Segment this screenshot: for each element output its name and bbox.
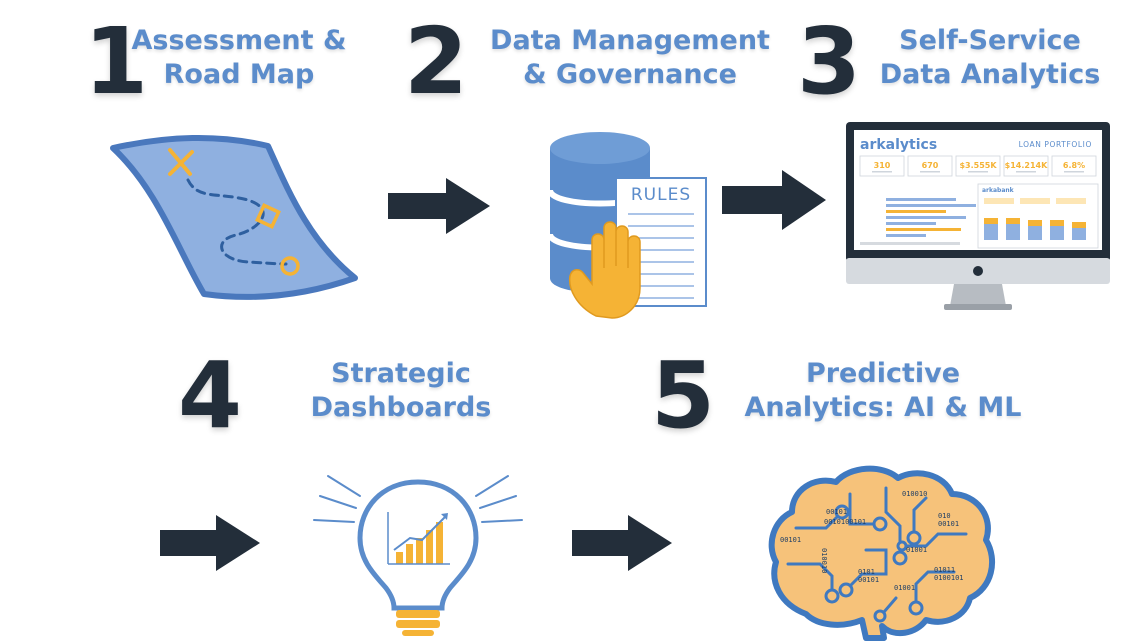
kpi-value: 670 xyxy=(922,161,939,170)
dashboard-header-label: LOAN PORTFOLIO xyxy=(1019,140,1092,149)
dashboard-sub-brand: arkabank xyxy=(982,187,1015,194)
kpi-row: 310 670 $3.555K $14.214K 6.8% xyxy=(859,155,1097,177)
kpi-card xyxy=(859,155,905,177)
step-title-3: Self-Service Data Analytics xyxy=(870,24,1110,92)
kpi-card xyxy=(1003,155,1049,177)
binary-label: 010010 xyxy=(902,490,927,498)
light-rays xyxy=(313,475,523,523)
waypoint-marker-icon xyxy=(255,203,281,229)
step-title-4: Strategic Dashboards xyxy=(296,357,506,425)
brain-circuit-icon: 0010100101001010100100100010100101010010… xyxy=(768,465,996,641)
step-number-1: 1 xyxy=(84,8,148,115)
kpi-value: $3.555K xyxy=(959,161,997,170)
binary-label: 010 xyxy=(938,512,951,520)
lightbulb-chart-icon xyxy=(313,475,523,636)
brain-binary-labels: 0010100101001010100100100010100101010010… xyxy=(780,490,964,592)
arrow-right-icon xyxy=(388,178,490,234)
binary-label: 010010 xyxy=(820,548,828,573)
kpi-value: 6.8% xyxy=(1063,161,1085,170)
step-title-2: Data Management & Governance xyxy=(478,24,782,92)
step-title-line: Assessment & xyxy=(131,25,347,56)
binary-label: 00101 xyxy=(938,520,959,528)
binary-label: 0101 xyxy=(858,568,875,576)
brain-nodes xyxy=(824,504,924,623)
dashboard-bar-list xyxy=(860,198,976,245)
x-marker-icon xyxy=(168,148,194,176)
bulb-base xyxy=(396,610,440,636)
step-title-line: Predictive xyxy=(805,358,961,389)
step-title-5: Predictive Analytics: AI & ML xyxy=(735,357,1031,425)
monitor-dashboard-icon: arkalytics LOAN PORTFOLIO 310 670 $3.555K $… xyxy=(846,122,1110,310)
hand-icon xyxy=(568,221,641,319)
step-title-line: Strategic xyxy=(331,358,471,389)
step-number-3: 3 xyxy=(797,8,861,115)
brain-circuits xyxy=(786,486,968,614)
arrow-right-icon xyxy=(572,515,672,571)
binary-label: 01011 xyxy=(934,566,955,574)
kpi-card xyxy=(907,155,953,177)
rules-label: RULES xyxy=(631,185,691,205)
binary-label: 01001 xyxy=(906,546,927,554)
step-title-1: Assessment & Road Map xyxy=(128,24,350,92)
arrow-right-icon xyxy=(722,170,826,230)
binary-label: 00101 xyxy=(826,508,847,516)
binary-label: 00101 xyxy=(858,576,879,584)
step-number-2: 2 xyxy=(404,8,468,115)
step-number-4: 4 xyxy=(178,342,242,449)
monitor-stand xyxy=(950,284,1006,306)
step-title-line: Road Map xyxy=(163,59,315,90)
step-title-line: & Governance xyxy=(523,59,737,90)
dashboard-screen: arkalytics LOAN PORTFOLIO 310 670 $3.555K $… xyxy=(854,130,1102,250)
kpi-value: $14.214K xyxy=(1005,161,1048,170)
dashboard-inset-panel: arkabank xyxy=(977,183,1099,249)
bar-chart-icon xyxy=(387,512,450,565)
monitor-power-icon xyxy=(973,266,983,276)
binary-label: 0010100101 xyxy=(824,518,866,526)
arrow-right-icon xyxy=(160,515,260,571)
step-title-line: Self-Service xyxy=(899,25,1081,56)
step-title-line: Data Analytics xyxy=(879,59,1101,90)
binary-label: 01001 xyxy=(894,584,915,592)
map-route xyxy=(186,178,288,266)
step-title-line: Data Management xyxy=(490,25,770,56)
binary-label: 0100101 xyxy=(934,574,964,582)
kpi-card xyxy=(1051,155,1097,177)
road-map-icon xyxy=(110,134,358,300)
kpi-card xyxy=(955,155,1001,177)
step-number-5: 5 xyxy=(651,342,715,449)
destination-marker-icon xyxy=(280,256,300,276)
map-sheet xyxy=(110,134,358,300)
database-governance-icon: RULES xyxy=(547,132,707,319)
dashboard-brand: arkalytics xyxy=(860,137,937,153)
binary-label: 00101 xyxy=(780,536,801,544)
kpi-value: 310 xyxy=(874,161,891,170)
step-title-line: Dashboards xyxy=(310,392,492,423)
step-title-line: Analytics: AI & ML xyxy=(744,392,1022,423)
